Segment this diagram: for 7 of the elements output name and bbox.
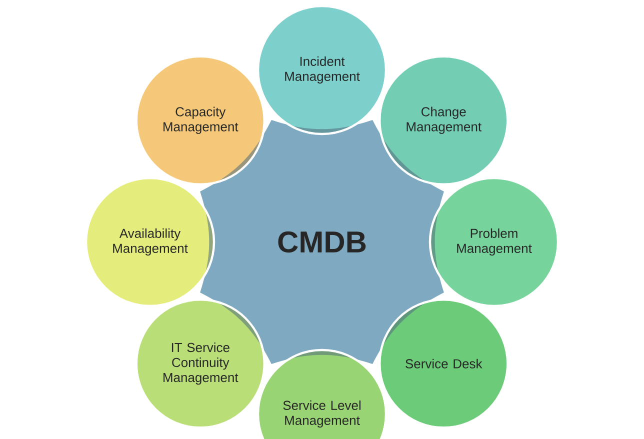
node-label: Change <box>422 106 466 119</box>
node-label: Problem Management <box>457 228 532 256</box>
node-label: Availability Management <box>113 228 188 256</box>
node-label: Service Level Management <box>283 400 361 428</box>
node-label: Management <box>164 373 238 385</box>
node-label: Incident Management <box>285 56 360 84</box>
node-label: Capacity <box>176 106 226 119</box>
